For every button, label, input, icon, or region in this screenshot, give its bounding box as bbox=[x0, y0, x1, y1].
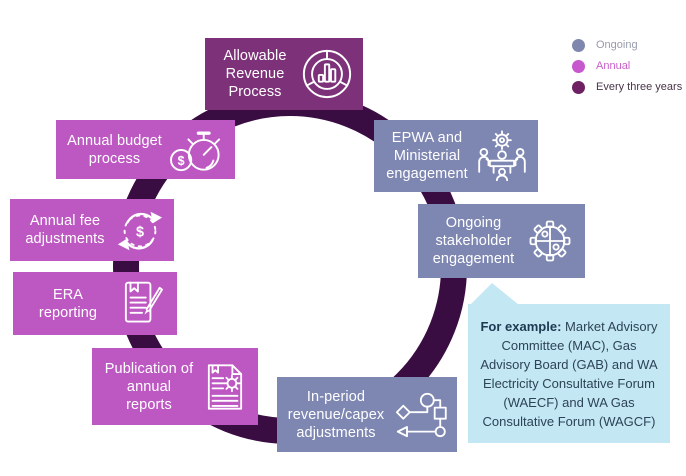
puzzle-gear-icon bbox=[529, 220, 571, 262]
step-label: ERA reporting bbox=[38, 286, 98, 321]
flowchart-icon bbox=[395, 392, 447, 437]
dollar-refresh-icon: $ bbox=[117, 211, 163, 251]
step-publication-of-annual-reports: Publication of annual reports bbox=[92, 348, 258, 425]
legend-dot-every-three-years bbox=[572, 81, 585, 94]
step-allowable-revenue-process: Allowable Revenue Process bbox=[205, 38, 363, 110]
report-sun-icon bbox=[207, 363, 243, 410]
svg-text:$: $ bbox=[136, 224, 144, 240]
legend-label: Every three years bbox=[596, 81, 683, 93]
legend-item-annual: Annual bbox=[572, 60, 682, 73]
donut-chart-icon bbox=[302, 49, 352, 99]
legend-dot-annual bbox=[572, 60, 585, 73]
step-label: Publication of annual reports bbox=[104, 360, 194, 413]
legend-item-ongoing: Ongoing bbox=[572, 39, 682, 52]
callout-tail bbox=[470, 283, 519, 305]
legend-label: Annual bbox=[596, 60, 631, 72]
legend-item-every-three-years: Every three years bbox=[572, 81, 682, 94]
step-annual-fee-adjustments: Annual fee adjustments $ bbox=[10, 199, 174, 261]
step-ongoing-stakeholder-engagement: Ongoing stakeholder engagement bbox=[418, 204, 585, 278]
step-label: EPWA and Ministerial engagement bbox=[386, 130, 468, 182]
svg-text:$: $ bbox=[178, 153, 185, 167]
legend-label: Ongoing bbox=[596, 39, 638, 51]
step-label: Annual fee adjustments bbox=[25, 213, 105, 247]
meeting-gear-icon bbox=[478, 130, 526, 182]
callout-bold-prefix: For example: bbox=[480, 319, 566, 334]
document-pencil-icon bbox=[124, 281, 163, 323]
legend-dot-ongoing bbox=[572, 39, 585, 52]
step-era-reporting: ERA reporting bbox=[13, 272, 177, 335]
legend: Ongoing Annual Every three years bbox=[572, 39, 682, 102]
callout-text: Market Advisory Committee (MAC), Gas Adv… bbox=[480, 319, 658, 429]
step-in-period-revenue-capex-adjustments: In-period revenue/capex adjustments bbox=[277, 377, 457, 452]
step-label: Allowable Revenue Process bbox=[223, 48, 287, 100]
step-label: In-period revenue/capex adjustments bbox=[287, 388, 385, 441]
step-epwa-and-ministerial-engagement: EPWA and Ministerial engagement bbox=[374, 120, 538, 192]
step-annual-budget-process: Annual budget process $ bbox=[56, 120, 235, 179]
stopwatch-dollar-icon: $ bbox=[170, 130, 221, 171]
example-callout: For example: Market Advisory Committee (… bbox=[468, 304, 670, 443]
step-label: Ongoing stakeholder engagement bbox=[432, 215, 515, 267]
step-label: Annual budget process bbox=[67, 132, 162, 167]
